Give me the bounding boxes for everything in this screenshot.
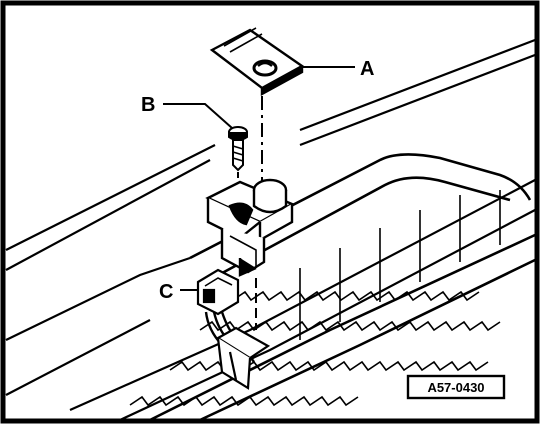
leader-lines — [163, 66, 355, 291]
screw-b — [228, 126, 248, 172]
bumper-panel — [5, 38, 536, 421]
label-a: A — [360, 58, 374, 80]
mounting-bracket — [215, 326, 271, 390]
reference-code: A57-0430 — [427, 380, 484, 395]
label-c: C — [159, 281, 173, 303]
label-b: B — [141, 94, 155, 116]
grille-serrations — [129, 190, 501, 407]
reference-code-box — [406, 374, 506, 400]
sensor-housing — [205, 178, 295, 277]
clip-a — [209, 27, 305, 97]
grille-housing — [149, 153, 536, 422]
